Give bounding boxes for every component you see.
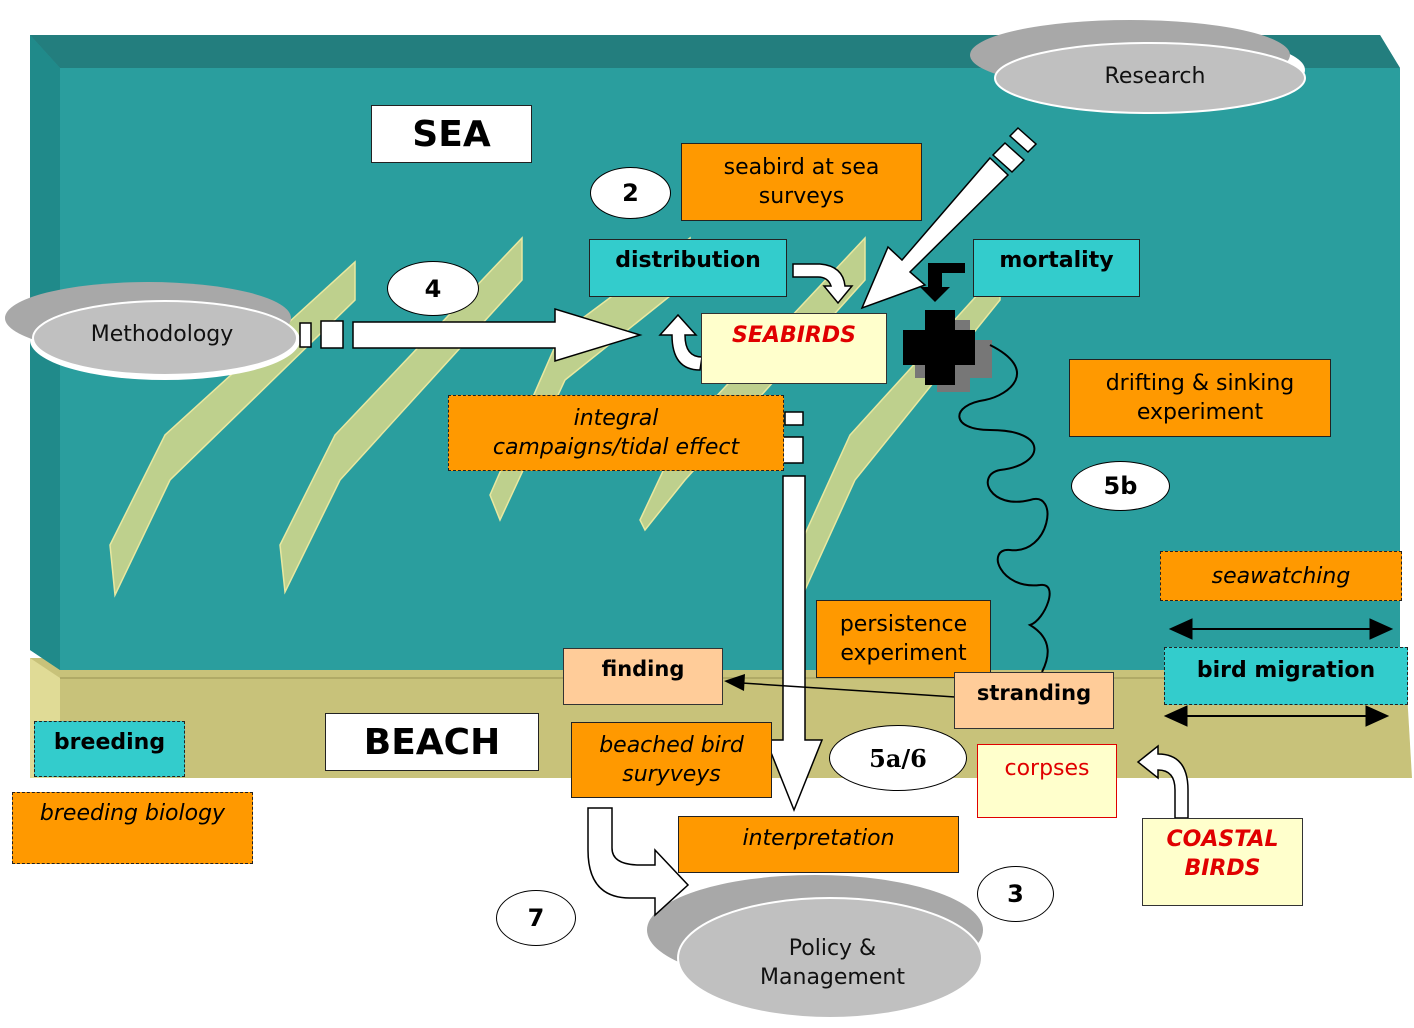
finding-box: finding <box>563 648 723 705</box>
integral-campaigns-box: integral campaigns/tidal effect <box>448 395 784 471</box>
step-7-badge: 7 <box>496 890 576 946</box>
step-4-badge: 4 <box>387 261 479 316</box>
methodology-label: Methodology <box>90 322 234 347</box>
policy-disc <box>647 875 992 1022</box>
drifting-path-line <box>958 344 1051 673</box>
policy-label-line2: Management <box>760 965 905 990</box>
death-cross-icon <box>903 310 992 392</box>
beach-label: BEACH <box>325 713 539 771</box>
drifting-sinking-box: drifting & sinking experiment <box>1069 359 1331 437</box>
stranding-finding-arrow <box>724 674 956 698</box>
research-disc <box>970 20 1306 114</box>
surveys-policy-arrow <box>587 807 690 917</box>
coastal-birds-box: COASTAL BIRDS <box>1142 818 1303 906</box>
research-arrow <box>860 126 1038 310</box>
breeding-biology-box: breeding biology <box>12 792 253 864</box>
beached-surveys-box: beached bird suryveys <box>571 722 772 798</box>
methodology-disc <box>5 282 300 380</box>
mortality-box: mortality <box>973 239 1140 297</box>
seabird-surveys-box: seabird at sea surveys <box>681 143 922 221</box>
sea-label: SEA <box>371 105 532 163</box>
persistence-box: persistence experiment <box>816 600 991 678</box>
bird-migration-box: bird migration <box>1164 647 1408 705</box>
migration-double-arrows <box>1163 618 1394 727</box>
step-5b-badge: 5b <box>1071 461 1170 511</box>
methodology-arrow <box>299 307 643 363</box>
step-5a6-badge: 5a/6 <box>829 725 967 791</box>
interpretation-box: interpretation <box>678 816 959 873</box>
breeding-box: breeding <box>34 721 185 777</box>
mortality-arrow <box>920 263 965 302</box>
coastal-corpses-arrow <box>1136 744 1189 819</box>
seawatching-box: seawatching <box>1160 551 1402 601</box>
stranding-box: stranding <box>954 672 1114 729</box>
corpses-box: corpses <box>977 744 1117 818</box>
integral-arrow-tail <box>782 411 804 464</box>
distribution-curved-arrow <box>792 263 854 305</box>
down-arrow-interpretation <box>764 475 824 813</box>
step-2-badge: 2 <box>590 167 671 219</box>
distribution-box: distribution <box>589 239 787 297</box>
step-3-badge: 3 <box>977 866 1054 922</box>
policy-label-line1: Policy & <box>788 936 877 961</box>
research-label: Research <box>1104 64 1206 89</box>
seabirds-box: SEABIRDS <box>701 313 887 384</box>
seabirds-feedback-arrow <box>658 313 703 371</box>
